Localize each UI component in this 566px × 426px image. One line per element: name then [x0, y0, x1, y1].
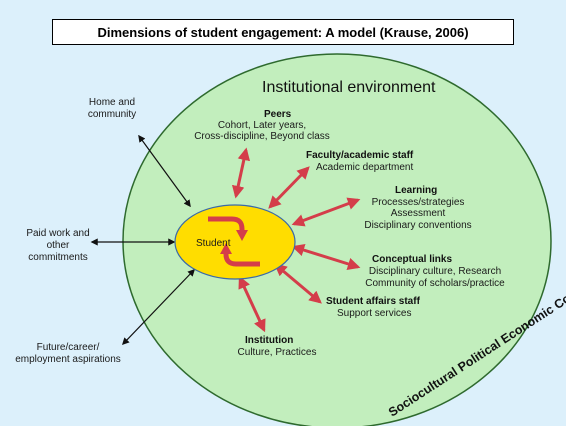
dimension-conceptual: Conceptual links Disciplinary culture, R… [365, 254, 505, 289]
learning-line: Processes/strategies [372, 197, 465, 208]
page-title: Dimensions of student engagement: A mode… [97, 24, 469, 40]
dimension-institution: Institution Culture, Practices [238, 335, 317, 358]
external-future: Future/career/ employment aspirations [15, 342, 121, 365]
future-line: Future/career/ [37, 342, 100, 353]
student-node: Student [174, 204, 296, 280]
institutional-environment-label: Institutional environment [262, 79, 436, 96]
learning-line: Assessment [391, 208, 446, 219]
work-line: commitments [28, 252, 87, 263]
conceptual-line: Disciplinary culture, Research [369, 266, 501, 277]
arrow-home [138, 134, 191, 208]
conceptual-line: Community of scholars/practice [365, 278, 505, 289]
faculty-line: Academic department [316, 162, 413, 173]
black-arrows [90, 134, 195, 346]
student-affairs-line: Support services [337, 308, 411, 319]
peers-line: Cross-discipline, Beyond class [194, 131, 330, 142]
title-box: Dimensions of student engagement: A mode… [52, 19, 514, 45]
cycle-arrows-icon [208, 216, 260, 267]
arrow-student-affairs [274, 263, 322, 304]
dimension-peers: Peers Cohort, Later years, Cross-discipl… [194, 109, 330, 142]
dimension-student-affairs: Student affairs staff Support services [326, 296, 421, 319]
external-home: Home and community [88, 97, 136, 120]
home-line: Home and [89, 97, 135, 108]
faculty-heading: Faculty/academic staff [306, 150, 414, 161]
peers-heading: Peers [264, 109, 292, 120]
arrow-institution [238, 275, 266, 333]
arrow-faculty [268, 166, 310, 209]
arrow-learning [291, 197, 361, 227]
arrow-peers [231, 147, 251, 199]
future-line: employment aspirations [15, 354, 121, 365]
student-ellipse [174, 204, 296, 280]
conceptual-heading: Conceptual links [372, 254, 452, 265]
arrow-future [122, 268, 195, 346]
institution-heading: Institution [245, 335, 293, 346]
dimension-learning: Learning Processes/strategies Assessment… [364, 185, 471, 231]
learning-line: Disciplinary conventions [364, 220, 471, 231]
external-work: Paid work and other commitments [26, 228, 89, 263]
arrow-conceptual [291, 243, 361, 271]
institution-line: Culture, Practices [238, 347, 317, 358]
student-affairs-heading: Student affairs staff [326, 296, 421, 307]
learning-heading: Learning [395, 185, 437, 196]
red-arrows [231, 147, 361, 333]
student-label: Student [196, 238, 231, 249]
dimension-faculty: Faculty/academic staff Academic departme… [306, 150, 414, 173]
work-line: Paid work and [26, 228, 89, 239]
home-line: community [88, 109, 136, 120]
peers-line: Cohort, Later years, [218, 120, 306, 131]
work-line: other [47, 240, 70, 251]
